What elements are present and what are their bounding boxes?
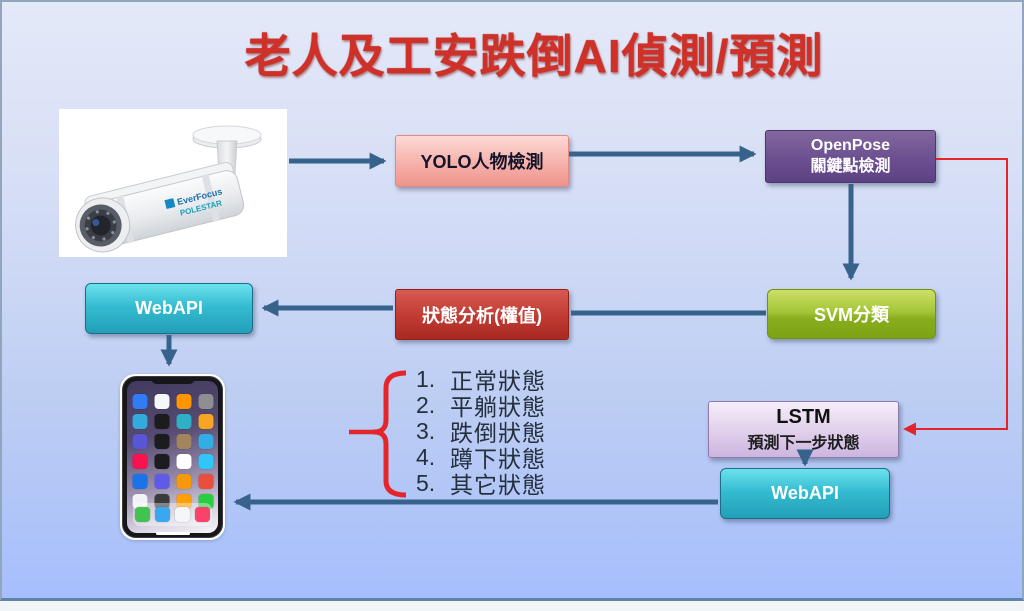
state-label: 蹲下狀態 <box>450 446 546 472</box>
webapi-bottom-node: WebAPI <box>720 468 890 519</box>
dock-app-icon <box>174 507 190 522</box>
brace-state-list <box>371 370 407 498</box>
openpose-title: OpenPose <box>810 136 891 154</box>
svm-classify-label: SVM分類 <box>813 305 889 325</box>
openpose-subtitle: 關鍵點檢測 <box>810 157 891 175</box>
app-icon <box>198 474 213 489</box>
smartphone-home-indicator <box>155 532 190 535</box>
list-item: 1. 正常狀態 <box>416 365 646 395</box>
app-icon <box>132 394 147 409</box>
page-title: 老人及工安跌倒AI偵測/預測 <box>244 30 824 82</box>
state-label: 平躺狀態 <box>450 394 546 420</box>
state-label: 正常狀態 <box>450 368 546 394</box>
lstm-node: LSTM 預測下一步狀態 <box>708 401 899 458</box>
app-icon <box>198 394 213 409</box>
app-icon <box>198 434 213 449</box>
list-item: 5. 其它狀態 <box>416 469 646 499</box>
state-analysis-node: 狀態分析(權值) <box>395 289 569 340</box>
list-item: 4. 蹲下狀態 <box>416 443 646 473</box>
app-icon <box>154 474 169 489</box>
security-camera-image: EverFocus POLESTAR <box>59 109 287 257</box>
list-item: 3. 跌倒狀態 <box>416 417 646 447</box>
app-icon <box>154 494 169 509</box>
svm-classify-node: SVM分類 <box>767 289 936 339</box>
state-number: 5. <box>416 469 436 496</box>
app-icon <box>198 454 213 469</box>
app-icon <box>154 434 169 449</box>
app-icon <box>132 474 147 489</box>
state-label: 跌倒狀態 <box>450 420 546 446</box>
lstm-title: LSTM <box>776 406 831 428</box>
app-icon <box>176 434 191 449</box>
state-number: 3. <box>416 417 436 444</box>
app-icon <box>154 454 169 469</box>
app-icon <box>176 454 191 469</box>
app-icon <box>132 494 147 509</box>
app-icon <box>154 394 169 409</box>
state-number: 2. <box>416 391 436 418</box>
state-label: 其它狀態 <box>450 472 546 498</box>
app-icon <box>176 494 191 509</box>
smartphone-image <box>120 374 225 540</box>
app-icon <box>132 434 147 449</box>
yolo-detection-label: YOLO人物檢測 <box>420 152 544 172</box>
app-icon <box>132 414 147 429</box>
smartphone-dock <box>133 503 212 526</box>
app-icon <box>132 454 147 469</box>
webapi-left-node: WebAPI <box>85 283 253 334</box>
app-icon <box>198 414 213 429</box>
state-number: 4. <box>416 443 436 470</box>
webapi-bottom-label: WebAPI <box>771 483 839 503</box>
dock-app-icon <box>135 507 151 522</box>
app-icon <box>176 394 191 409</box>
state-list: 1. 正常狀態 2. 平躺狀態 3. 跌倒狀態 4. 蹲下狀態 5. 其它狀態 <box>416 365 646 499</box>
webapi-left-label: WebAPI <box>135 298 203 318</box>
lstm-subtitle: 預測下一步狀態 <box>747 435 860 452</box>
smartphone-app-grid <box>132 394 213 509</box>
app-icon <box>176 474 191 489</box>
dock-app-icon <box>155 507 171 522</box>
list-item: 2. 平躺狀態 <box>416 391 646 421</box>
state-analysis-label: 狀態分析(權值) <box>422 305 542 326</box>
state-number: 1. <box>416 365 436 392</box>
camera-icon: EverFocus POLESTAR <box>75 125 262 253</box>
smartphone-notch <box>150 377 195 384</box>
app-icon <box>176 414 191 429</box>
dock-app-icon <box>194 507 210 522</box>
yolo-detection-node: YOLO人物檢測 <box>395 135 569 187</box>
app-icon <box>154 414 169 429</box>
app-icon <box>198 494 213 509</box>
openpose-node: OpenPose 關鍵點檢測 <box>765 130 936 183</box>
smartphone-icon <box>122 376 223 538</box>
smartphone-screen <box>127 381 218 533</box>
